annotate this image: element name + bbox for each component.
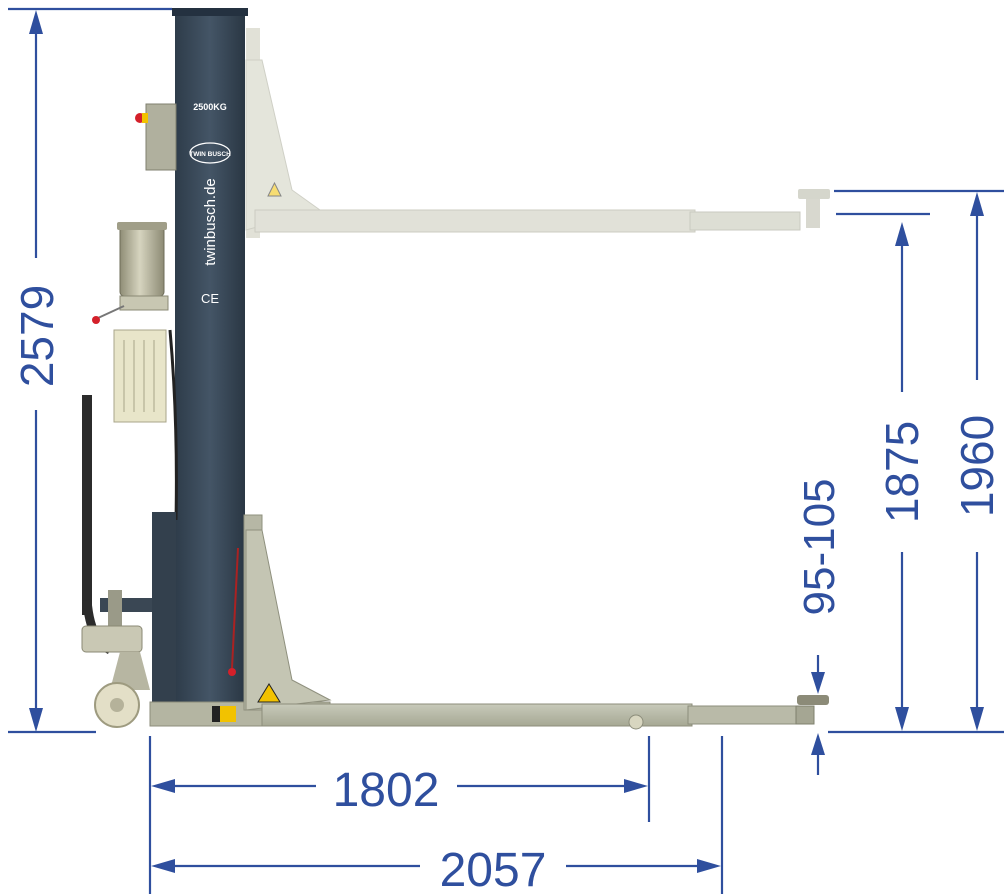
arm-extension (687, 705, 801, 725)
warning-triangle-icon (257, 683, 281, 703)
arm-reach-long-value: 2057 (440, 844, 547, 894)
raised-lift-pad (798, 189, 830, 199)
release-knob-icon (92, 316, 100, 324)
lift-pad (797, 695, 829, 705)
motor (119, 225, 165, 297)
lift-column: 2500KG TWIN BUSCH twinbusch.de CE (172, 8, 248, 710)
max-lift-height-value: 1960 (951, 415, 1003, 517)
column-body (175, 10, 245, 710)
website-label: twinbusch.de (202, 178, 219, 266)
dimension-lift-travel: 1875 (836, 212, 930, 731)
lowered-arm-assembly (228, 514, 829, 730)
arm-reach-short-value: 1802 (333, 764, 440, 817)
total-height-value: 2579 (11, 285, 63, 387)
raised-arm-assembly (245, 28, 830, 238)
raised-lift-pad-stem (806, 198, 820, 228)
min-pad-height-value: 95-105 (795, 478, 844, 615)
raised-warning-triangle-icon (267, 181, 282, 197)
brand-logo (189, 142, 231, 164)
control-box (135, 103, 177, 171)
dimension-total-height: 2579 (8, 7, 172, 734)
oil-tank (113, 329, 167, 423)
dimension-arm-reach-short: 1802 (148, 736, 651, 894)
safety-lock-knob-icon (228, 668, 236, 676)
capacity-label: 2500KG (193, 102, 227, 112)
raised-arm-extension (689, 211, 801, 231)
dimension-arm-reach-long: 2057 (151, 736, 724, 894)
arm-gusset (245, 529, 332, 711)
column-cap (172, 8, 248, 16)
lift-travel-value: 1875 (876, 421, 928, 523)
power-unit (92, 222, 178, 521)
arm-beam (261, 703, 693, 727)
ce-mark: CE (201, 291, 219, 306)
raised-arm-beam (254, 209, 696, 233)
dimension-max-lift-height: 1960 (828, 189, 1004, 734)
raised-arm-gusset (245, 59, 322, 231)
dimension-min-pad-height: 95-105 (795, 478, 844, 775)
brand-logo-text: TWIN BUSCH (189, 151, 231, 158)
